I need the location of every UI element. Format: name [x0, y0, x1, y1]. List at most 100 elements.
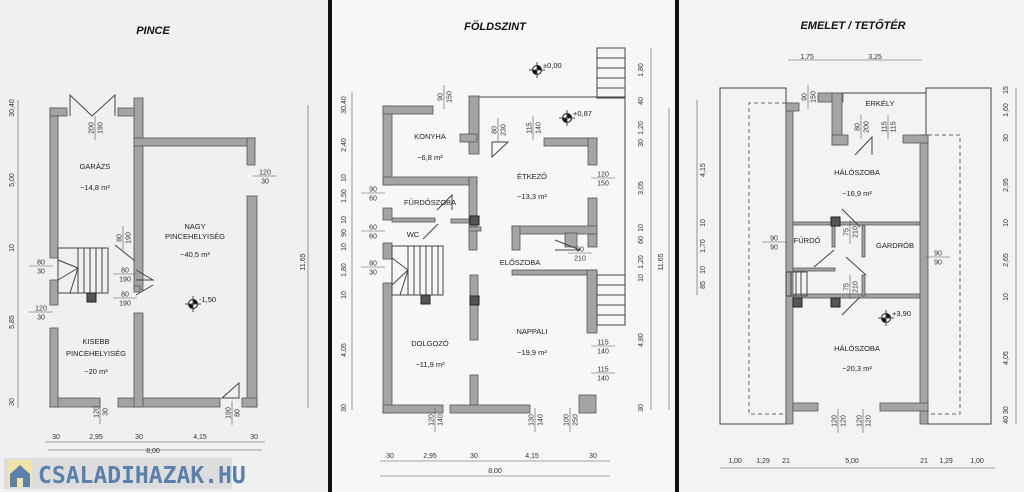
watermark-logo: CSALADIHAZAK.HU [4, 458, 246, 489]
dimension-label: 1,80 [341, 263, 348, 277]
dimension-label: 4,05 [1003, 351, 1010, 365]
dimension-label: 3,25 [868, 54, 882, 61]
room-area: ~40,5 m² [180, 250, 210, 259]
opening-width: 80 [855, 123, 862, 131]
dimension-label: 10 [700, 219, 707, 227]
opening-width: 80 [369, 261, 377, 268]
dimension-lines [17, 48, 1017, 477]
opening-width: 120 [259, 170, 271, 177]
dimension-label: 30 [341, 404, 348, 412]
opening-width: 200 [89, 122, 96, 134]
dimension-label: 1,50 [341, 189, 348, 203]
dimension-label: 60 [638, 236, 645, 244]
opening-width: 80 [492, 126, 499, 134]
dimension-label: 30 [250, 434, 258, 441]
opening-width: 90 [369, 187, 377, 194]
dimension-label: 4,05 [341, 343, 348, 357]
opening-height: 140 [438, 414, 445, 426]
dimension-label: 21 [920, 458, 928, 465]
opening-width: 115 [882, 121, 889, 132]
dimension-label: 10 [341, 216, 348, 224]
level-marker-icon [559, 110, 575, 126]
room-area: ~6,8 m² [417, 153, 443, 162]
dimension-label: 5,00 [845, 458, 859, 465]
opening-height: 80 [235, 409, 242, 417]
dimension-label: 30 [135, 434, 143, 441]
entry-stairs-icon [596, 274, 626, 326]
door-swing-icon [422, 141, 581, 251]
entry-stairs-icon [596, 47, 626, 99]
opening-height: 190 [98, 122, 105, 134]
dimension-label: 2,95 [1003, 178, 1010, 192]
dimension-label: 30 [589, 453, 597, 460]
dimension-label: 30 [386, 453, 394, 460]
door-swing-icon [813, 135, 873, 316]
room-area: ~20 m² [84, 367, 108, 376]
opening-width: 90 [770, 236, 778, 243]
opening-height: 90 [770, 245, 778, 252]
opening-width: 120 [94, 406, 101, 418]
opening-height: 140 [536, 122, 543, 134]
opening-height: 140 [538, 414, 545, 426]
room-name: FÜRDŐSZOBA [404, 198, 456, 207]
dimension-label: 30 [470, 453, 478, 460]
dimension-label: 1,20 [638, 121, 645, 135]
plan-title: EMELET / TETŐTÉR [800, 19, 905, 32]
dimension-label: 10 [341, 291, 348, 299]
opening-height: 200 [864, 121, 871, 133]
dimension-label: 11,65 [658, 253, 665, 270]
dimension-label: 30,40 [341, 96, 348, 114]
room-name: WC [407, 230, 420, 239]
opening-height: 30 [37, 269, 45, 276]
opening-height: 30 [103, 408, 110, 416]
opening-width: 80 [121, 292, 129, 299]
dimension-label: 4,15 [193, 434, 207, 441]
dimension-label: 30 [52, 434, 60, 441]
opening-height: 120 [866, 415, 873, 427]
opening-width: 120 [857, 415, 864, 427]
dimension-label: 2,65 [1003, 253, 1010, 267]
room-name: FÜRDŐ [794, 236, 821, 245]
level-label: +3,90 [892, 309, 911, 318]
opening-width: 80 [121, 268, 129, 275]
dimension-label: 40 [638, 97, 645, 105]
opening-width: 120 [597, 172, 609, 179]
dimension-label: 10 [700, 266, 707, 274]
level-label: +0,87 [573, 109, 592, 118]
room-name: GARÁZS [80, 162, 111, 171]
dimension-label: 40 30 [1003, 406, 1010, 424]
opening-height: 150 [811, 91, 818, 103]
dimension-label: 1,80 [638, 63, 645, 77]
stairs-icon [57, 247, 109, 303]
dimension-label: 5,85 [9, 315, 16, 329]
dimension-label: 10 [1003, 219, 1010, 227]
plan-title: PINCE [136, 25, 170, 37]
opening-height: 30 [37, 315, 45, 322]
dimension-label: 1,29 [756, 458, 770, 465]
dimension-label: 30 [1003, 134, 1010, 142]
dimension-label: 11,65 [300, 253, 307, 270]
room-name: GARDRÓB [876, 241, 914, 250]
level-label: -1,50 [199, 295, 216, 304]
room-name: HÁLÓSZOBA [834, 344, 880, 353]
dimension-label: 1,29 [939, 458, 953, 465]
dimension-label: 10 [638, 274, 645, 282]
dimension-label: 21 [782, 458, 790, 465]
room-name: NAGY [184, 222, 205, 231]
garage-door-icon [69, 93, 116, 117]
dimension-label: 30 [638, 139, 645, 147]
